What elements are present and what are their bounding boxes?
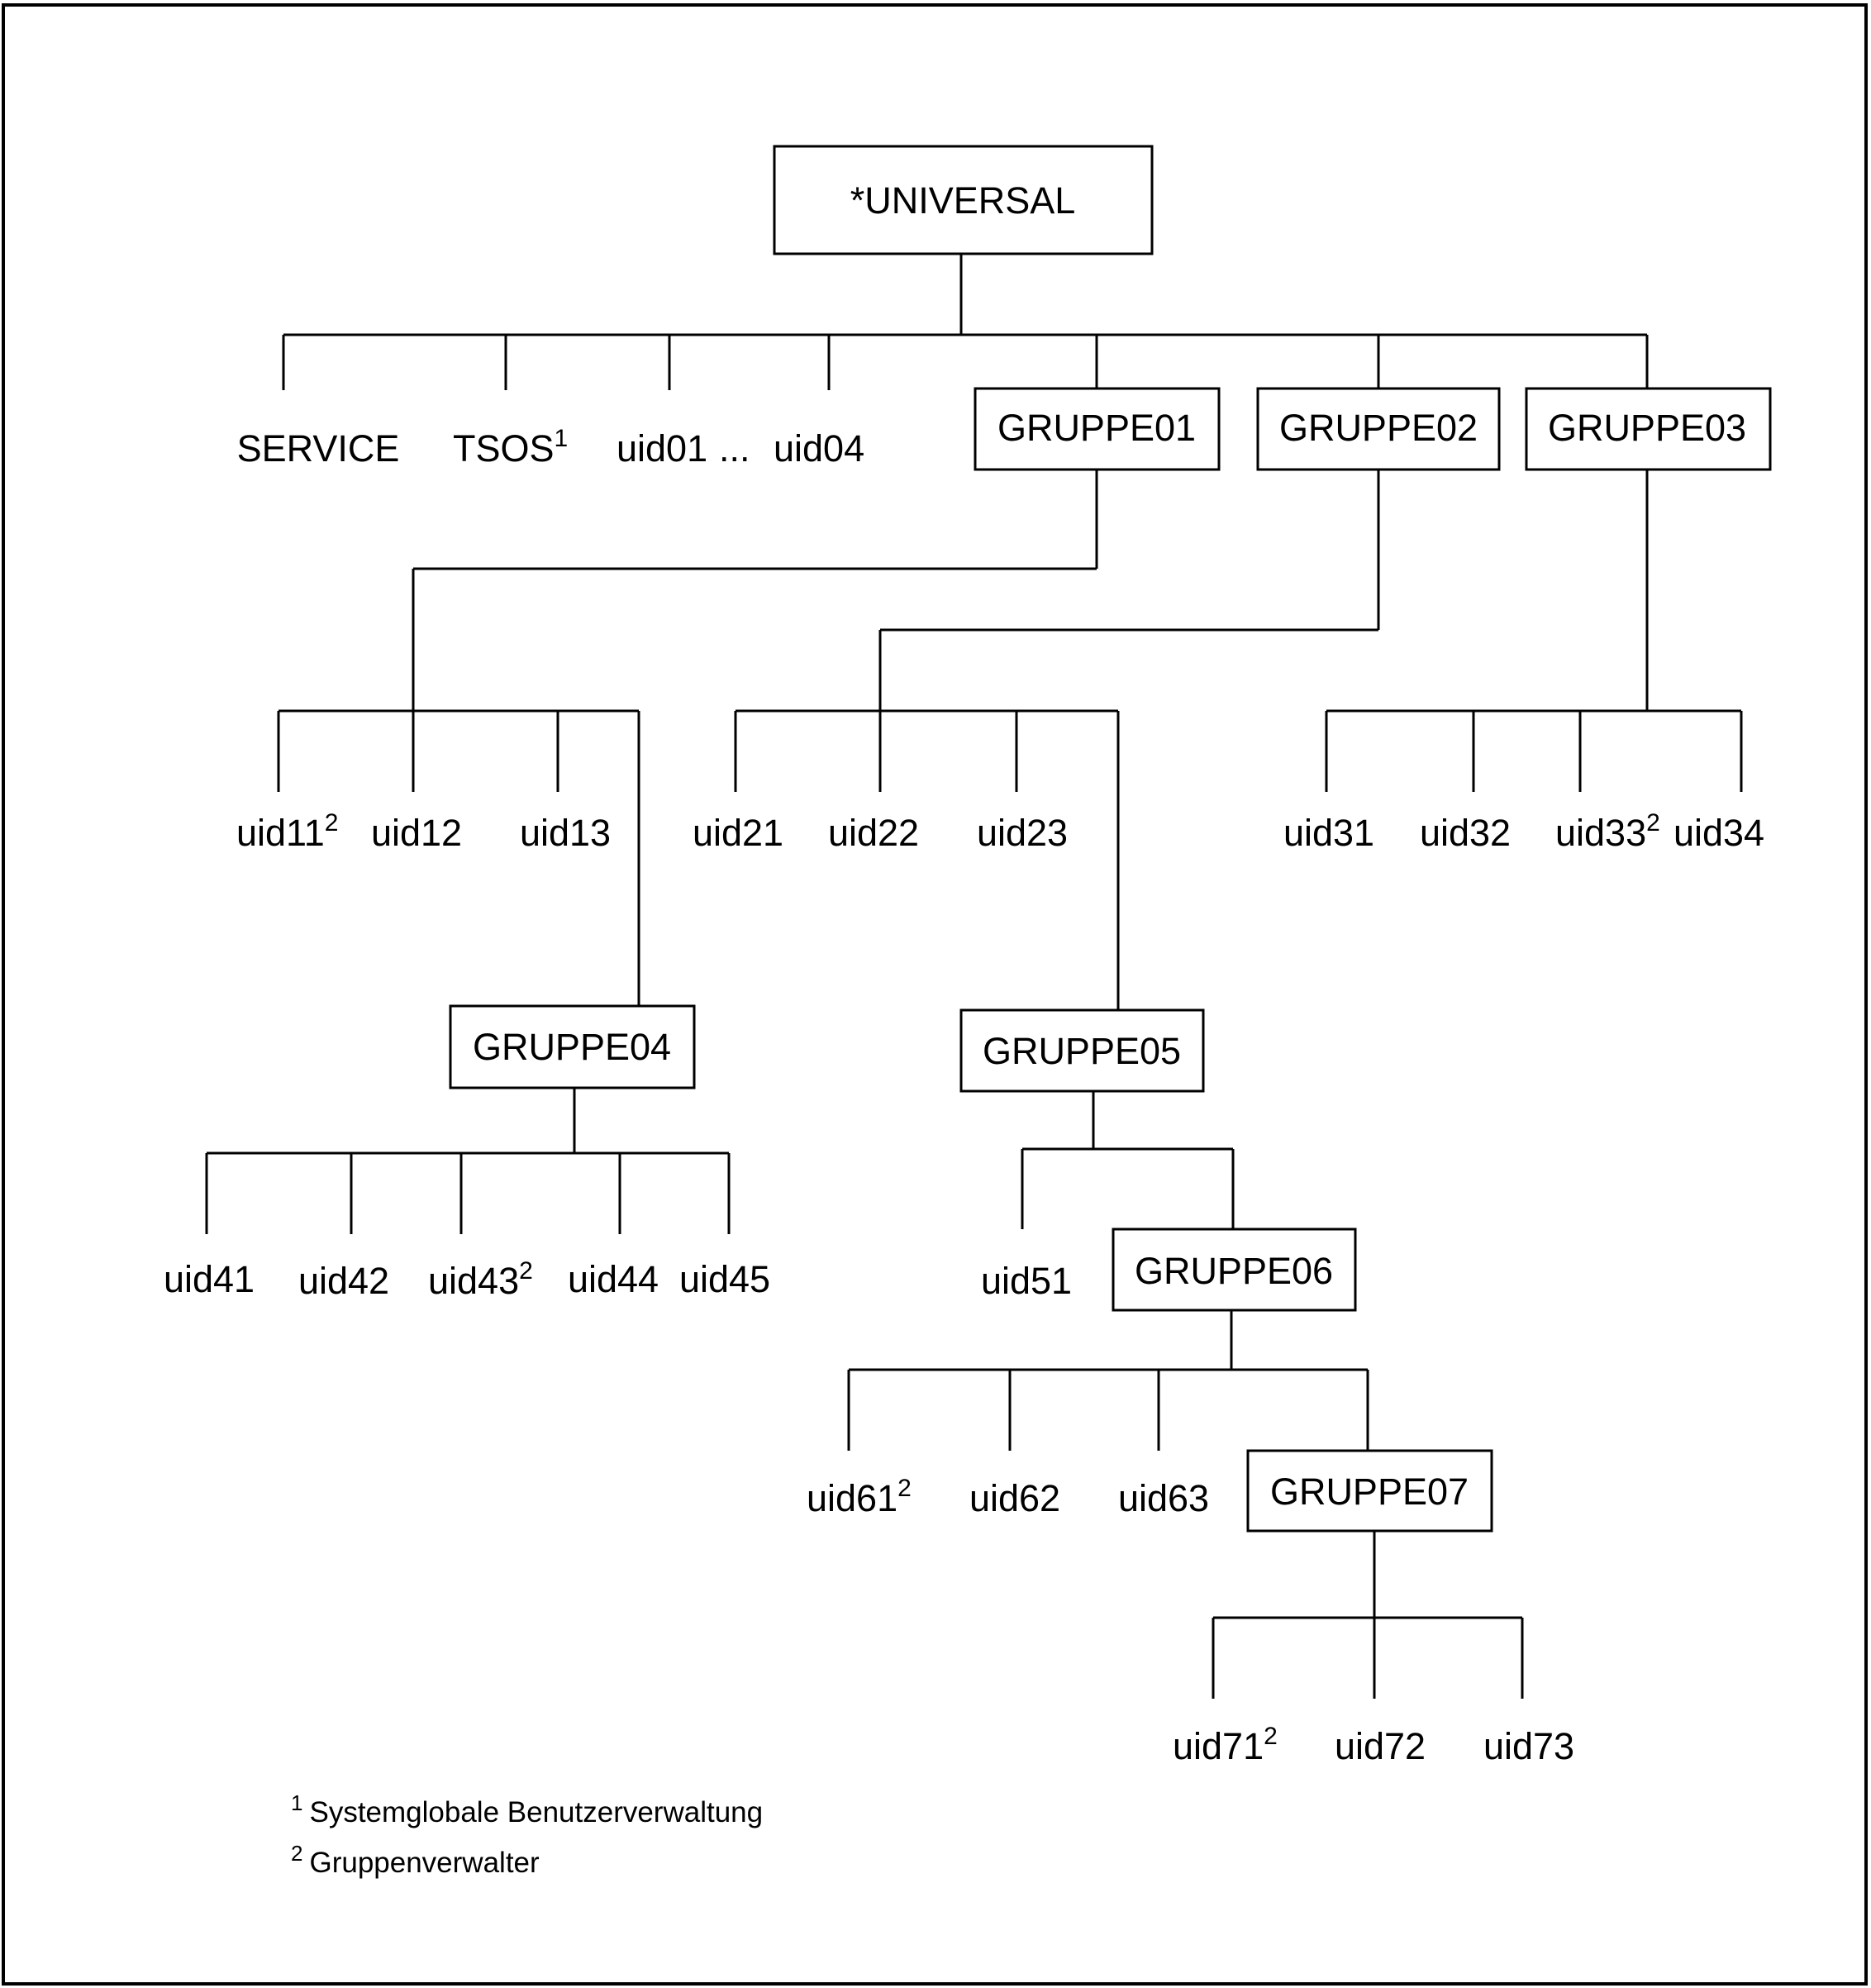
user-label-service: SERVICE [237, 427, 400, 470]
root-label: *UNIVERSAL [850, 179, 1076, 222]
user-label-uid32: uid32 [1420, 812, 1511, 854]
user-label-uid71: uid712 [1173, 1723, 1278, 1767]
group-node-03: GRUPPE03 [1525, 387, 1772, 471]
outer-frame [2, 3, 1868, 1986]
group-label: GRUPPE04 [473, 1026, 671, 1068]
group-label: GRUPPE03 [1548, 407, 1746, 449]
group-box [449, 1004, 696, 1089]
group-node-04: GRUPPE04 [449, 1004, 696, 1089]
user-label-uid33: uid332 [1555, 809, 1660, 854]
user-label-uid23: uid23 [977, 812, 1068, 854]
user-label-uid41: uid41 [164, 1258, 255, 1300]
user-label-uid61: uid612 [807, 1475, 912, 1519]
group-node-07: GRUPPE07 [1246, 1449, 1493, 1533]
user-label-uid72: uid72 [1335, 1725, 1426, 1767]
user-label-uid45: uid45 [679, 1258, 770, 1300]
gruppe07-users: uid712 uid72 uid73 [1173, 1723, 1574, 1767]
footnote-2-mark: 2 [291, 1841, 302, 1866]
top-level-users: SERVICE TSOS1 uid01 ... uid04 [237, 425, 864, 470]
footnote-mark: 2 [1646, 809, 1660, 837]
group-box [1246, 1449, 1493, 1533]
gruppe03-users: uid31 uid32 uid332 uid34 [1283, 809, 1764, 854]
group-node-05: GRUPPE05 [959, 1008, 1205, 1093]
group-node-01: GRUPPE01 [974, 387, 1221, 471]
footnote-1-mark: 1 [291, 1790, 302, 1815]
user-label-uid62: uid62 [969, 1477, 1060, 1519]
connector-lines [205, 254, 1743, 1699]
group-box [1525, 387, 1772, 471]
footnote-mark: 2 [519, 1257, 533, 1285]
user-range-start: uid01 [617, 427, 707, 470]
user-range-end: uid04 [774, 427, 864, 470]
gruppe04-users: uid41 uid42 uid432 uid44 uid45 [164, 1257, 770, 1302]
user-label-uid13: uid13 [520, 812, 611, 854]
user-label-uid73: uid73 [1483, 1725, 1574, 1767]
group-label: GRUPPE06 [1135, 1250, 1333, 1292]
group-label: GRUPPE01 [997, 407, 1196, 449]
footnote-mark: 2 [1264, 1723, 1278, 1750]
user-label-tsos: TSOS1 [453, 425, 568, 470]
footnote-mark: 2 [897, 1475, 912, 1502]
user-label-uid21: uid21 [693, 812, 783, 854]
root-box [773, 145, 1154, 255]
user-label-uid34: uid34 [1673, 812, 1764, 854]
user-label-uid12: uid12 [371, 812, 462, 854]
gruppe02-users: uid21 uid22 uid23 [693, 812, 1068, 854]
user-label-uid11: uid112 [236, 809, 338, 854]
group-node-02: GRUPPE02 [1256, 387, 1501, 471]
group-box [974, 387, 1221, 471]
user-label-uid63: uid63 [1118, 1477, 1209, 1519]
group-box [1112, 1228, 1357, 1312]
group-label: GRUPPE07 [1270, 1471, 1469, 1513]
user-label-uid42: uid42 [298, 1260, 389, 1302]
gruppe01-users: uid112 uid12 uid13 [236, 809, 611, 854]
root-node: *UNIVERSAL [773, 145, 1154, 255]
gruppe06-users: uid612 uid62 uid63 [807, 1475, 1209, 1519]
group-label: GRUPPE02 [1279, 407, 1478, 449]
gruppe05-users: uid51 [981, 1260, 1072, 1302]
user-label-uid22: uid22 [828, 812, 919, 854]
group-node-06: GRUPPE06 [1112, 1228, 1357, 1312]
user-label-uid51: uid51 [981, 1260, 1072, 1302]
user-label-uid44: uid44 [568, 1258, 659, 1300]
group-box [959, 1008, 1205, 1093]
user-label-uid43: uid432 [428, 1257, 533, 1302]
group-label: GRUPPE05 [983, 1030, 1181, 1072]
footnote-mark: 2 [325, 809, 339, 837]
group-box [1256, 387, 1501, 471]
footnote-mark: 1 [555, 425, 569, 452]
user-label-uid31: uid31 [1283, 812, 1374, 854]
user-range-ellipsis: ... [719, 427, 750, 470]
